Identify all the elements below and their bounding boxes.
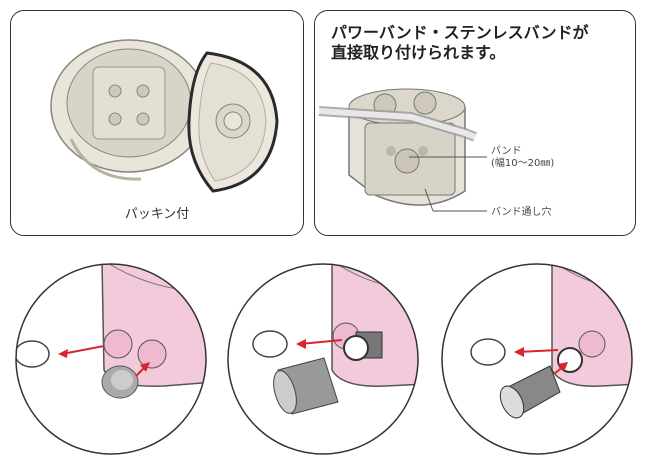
- band-callout-line1: バンド: [491, 146, 522, 157]
- band-mount-title-line1: パワーバンド・ステンレスバンドが: [331, 23, 589, 42]
- band-mount-panel: パワーバンド・ステンレスバンドが 直接取り付けられます。 バンド (幅10〜20…: [314, 10, 636, 236]
- band-mount-illustration: [318, 88, 487, 212]
- band-callout-line2: (幅10〜20㎜): [491, 158, 555, 169]
- band-mount-title: パワーバンド・ステンレスバンドが 直接取り付けられます。: [331, 23, 588, 63]
- packing-panel: パッキン付: [10, 10, 304, 236]
- band-mount-title-line2: 直接取り付けられます。: [331, 43, 506, 62]
- band-hole-callout: バンド通し穴: [491, 207, 552, 218]
- cable-gland-illustration: [441, 263, 633, 455]
- packing-caption: パッキン付: [124, 207, 190, 222]
- conduit-connector-illustration: [227, 263, 419, 455]
- packing-box-illustration: [50, 39, 279, 193]
- grommet-insert-illustration: [15, 263, 207, 455]
- band-callout: バンド (幅10〜20㎜): [491, 146, 554, 170]
